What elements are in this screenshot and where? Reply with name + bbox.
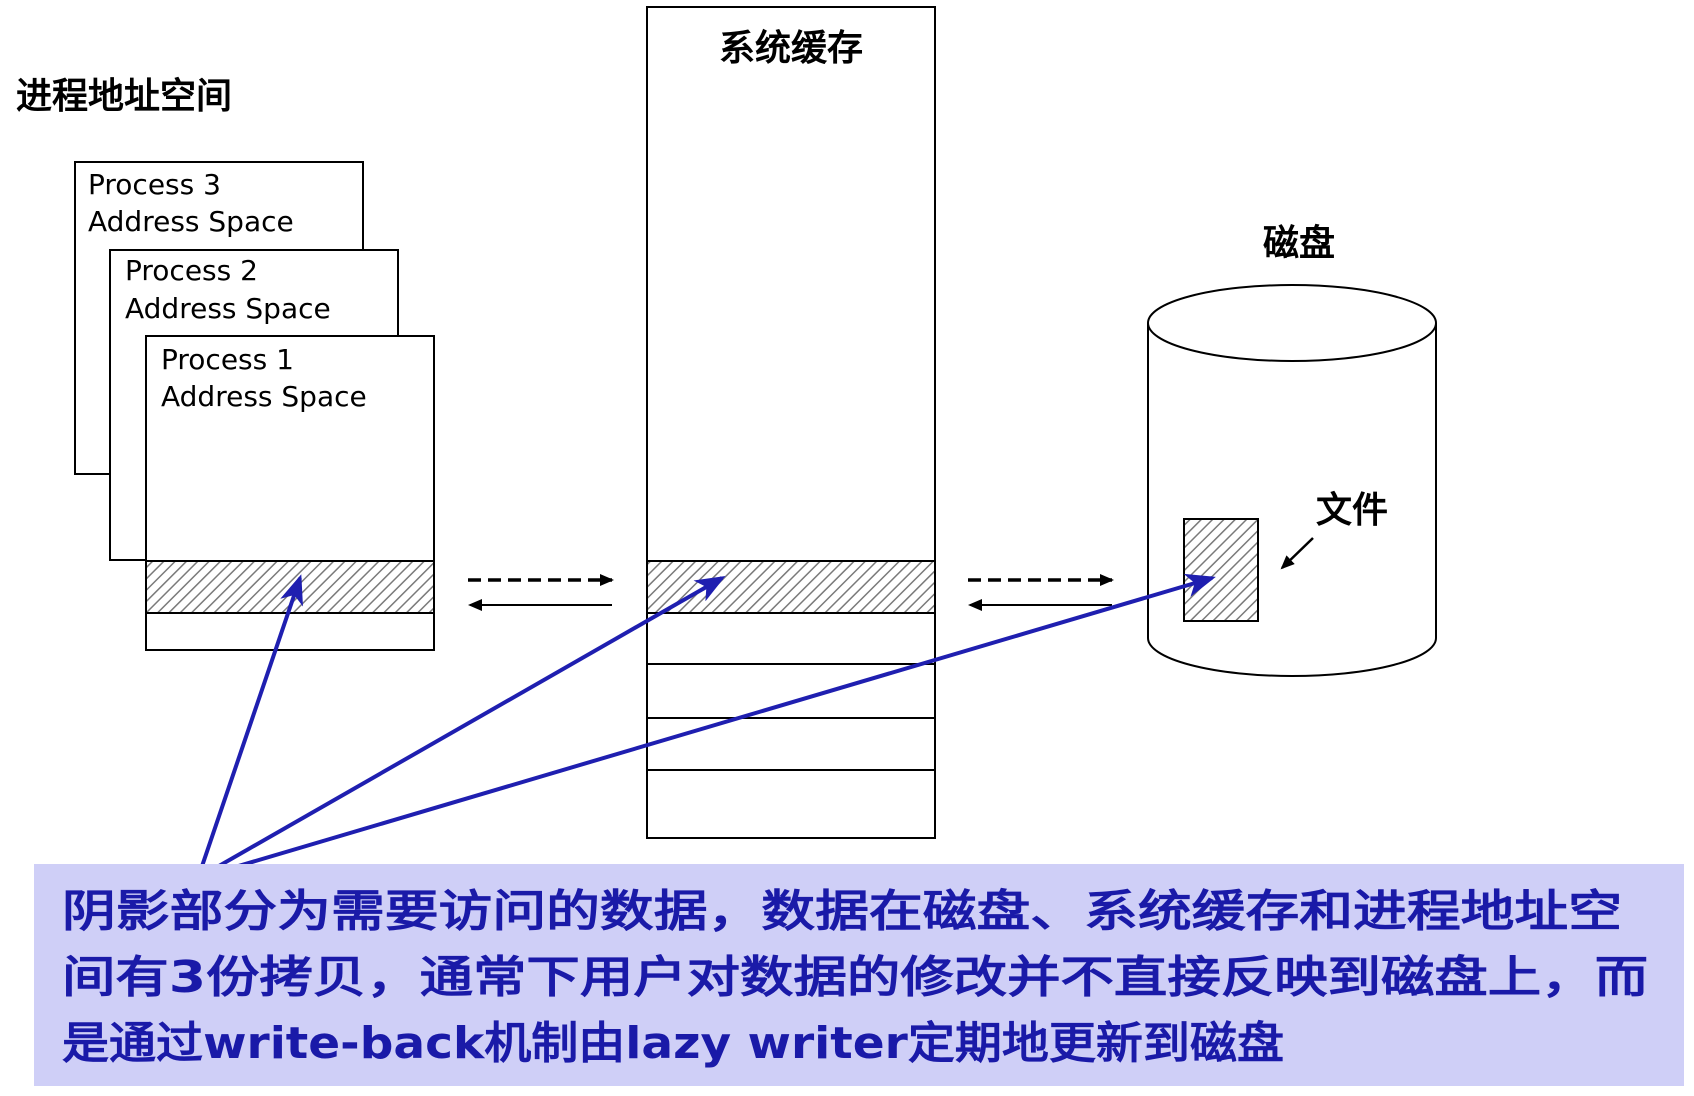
disk-cylinder bbox=[1147, 284, 1437, 677]
note-line-2: 间有3份拷贝，通常下用户对数据的修改并不直接反映到磁盘上，而 bbox=[62, 952, 1648, 1003]
process-3-subtitle: Address Space bbox=[88, 205, 294, 238]
process-2-subtitle: Address Space bbox=[125, 292, 331, 325]
process-1-name: Process 1 bbox=[161, 343, 294, 376]
pointer-to-process-data bbox=[196, 574, 303, 879]
file-label: 文件 bbox=[1316, 490, 1388, 531]
note-background bbox=[34, 864, 1684, 1086]
process-1-box: Process 1 Address Space bbox=[145, 335, 435, 651]
cache-disk-transfer-arrows bbox=[968, 574, 1114, 611]
process-3-name: Process 3 bbox=[88, 168, 221, 201]
file-pointer-arrow bbox=[1280, 537, 1314, 570]
pointer-to-disk-data bbox=[197, 573, 1216, 880]
process-2-name: Process 2 bbox=[125, 254, 258, 287]
system-cache-title: 系统缓存 bbox=[719, 28, 863, 69]
disk-file-shaded-data bbox=[1183, 518, 1259, 622]
note-line-3: 是通过write-back机制由lazy writer定期地更新到磁盘 bbox=[62, 1018, 1284, 1069]
disk-title: 磁盘 bbox=[1263, 222, 1335, 264]
shaded-data-pointer-arrows bbox=[196, 573, 1216, 880]
explanation-note: 阴影部分为需要访问的数据，数据在磁盘、系统缓存和进程地址空 间有3份拷贝，通常下… bbox=[34, 864, 1684, 1086]
process-address-space-title: 进程地址空间 bbox=[16, 76, 232, 117]
cache-shaded-data bbox=[646, 560, 936, 614]
system-cache-column: 系统缓存 bbox=[646, 6, 936, 839]
process-1-subtitle: Address Space bbox=[161, 380, 367, 413]
note-line-1: 阴影部分为需要访问的数据，数据在磁盘、系统缓存和进程地址空 bbox=[62, 886, 1622, 937]
process-cache-transfer-arrows bbox=[468, 574, 614, 611]
pointer-to-cache-data bbox=[197, 576, 726, 880]
